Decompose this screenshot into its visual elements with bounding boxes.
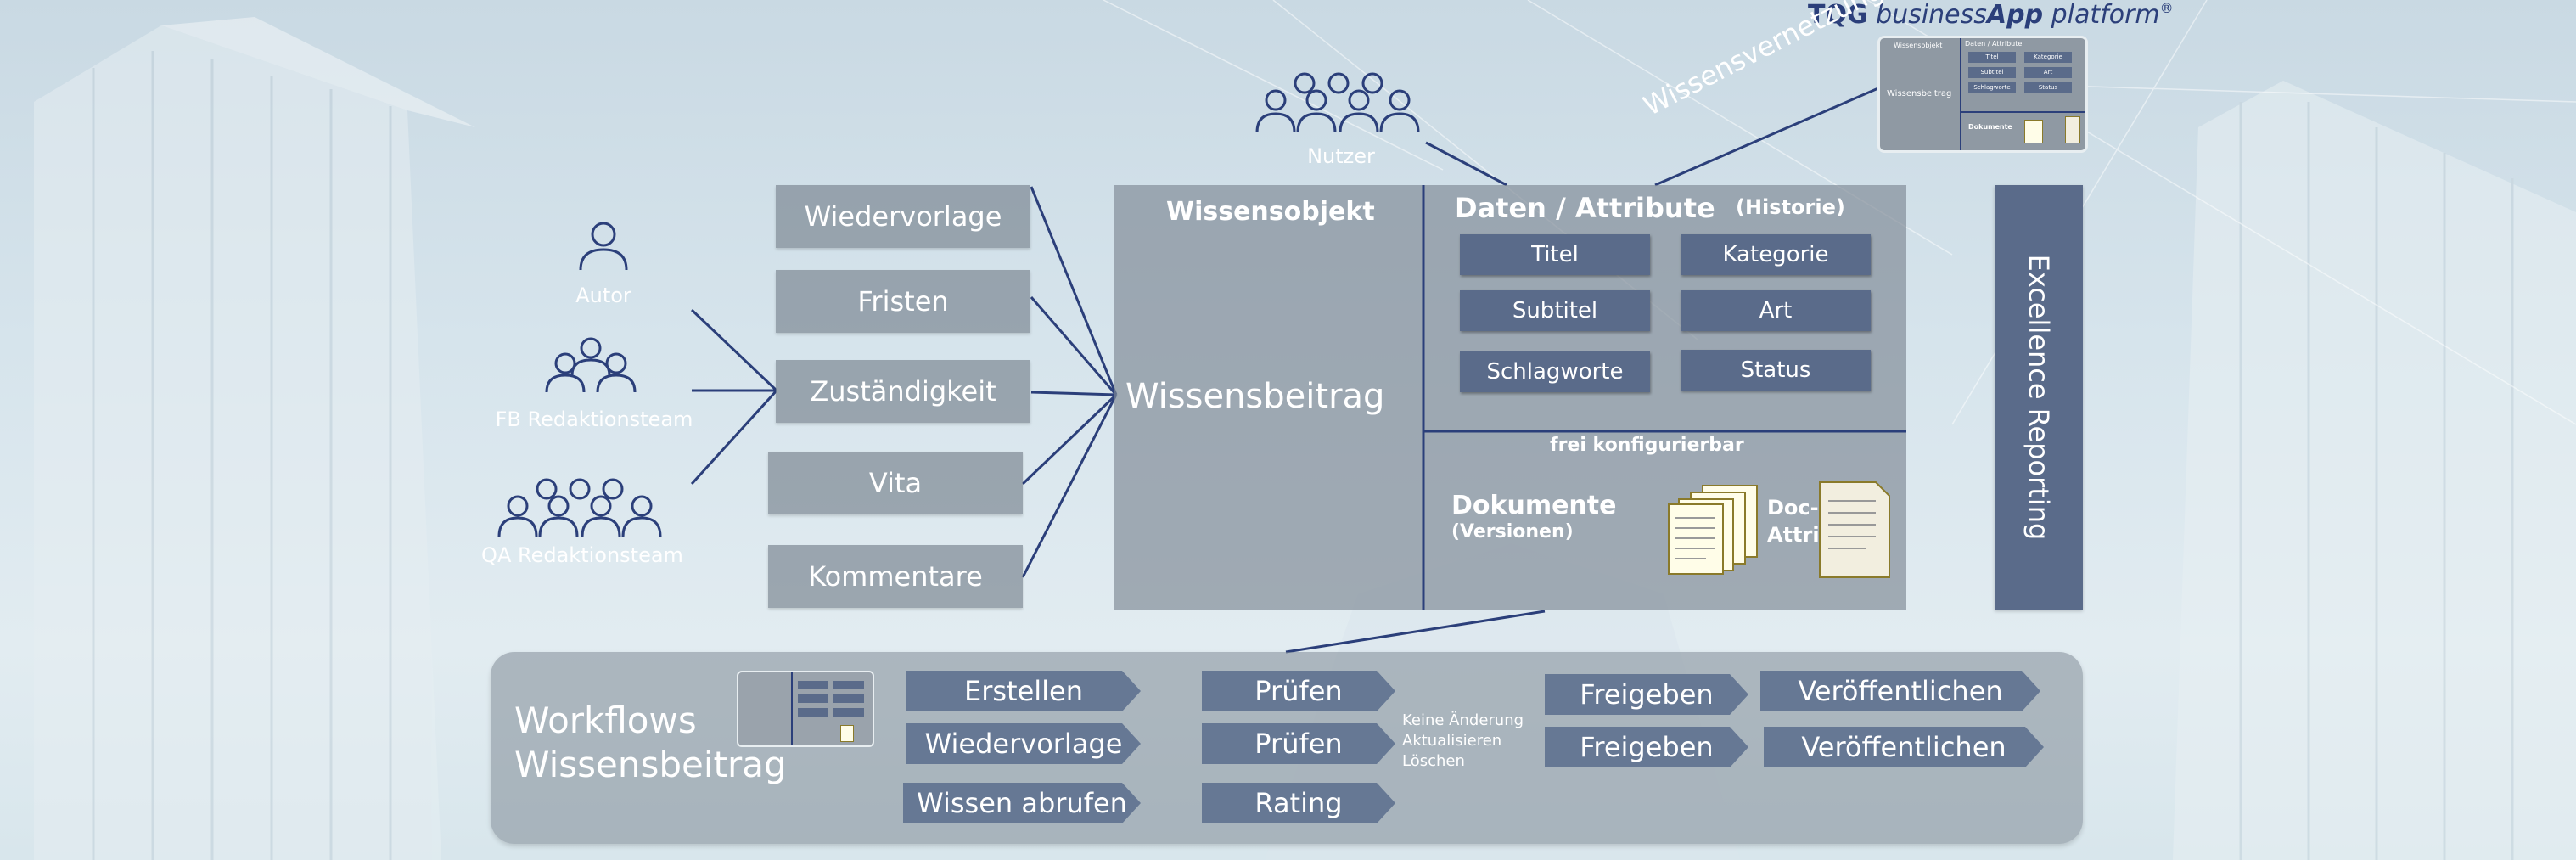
wf-pruefen-1[interactable]: Prüfen (1202, 671, 1395, 711)
wf-erstellen[interactable]: Erstellen (906, 671, 1141, 711)
team-icon (545, 337, 637, 393)
workflows-thumbnail[interactable] (737, 671, 874, 747)
brand-app: App (1986, 0, 2044, 30)
role-label-autor: Autor (575, 284, 631, 307)
object-center-label: Wissensbeitrag (1125, 377, 1385, 416)
workflows-title-1: Workflows (514, 700, 697, 741)
wf-note-2: Aktualisieren (1402, 732, 1502, 750)
wf-veroeffentlichen-2[interactable]: Veröffentlichen (1764, 727, 2044, 767)
brand-business: business (1876, 0, 1987, 30)
wf-thumb-block-1 (798, 681, 828, 689)
document-icon (1819, 481, 1890, 578)
brand-platform: platform (2051, 0, 2160, 30)
configurable-label: frei konfigurierbar (1550, 435, 1744, 456)
thumb-doc-icon (2024, 120, 2043, 143)
documents-stack-icon (1668, 485, 1758, 575)
attr-status[interactable]: Status (1681, 350, 1871, 391)
workflows-panel: Workflows Wissensbeitrag Erstellen Prüfe… (491, 652, 2083, 844)
thumb-attr-6: Status (2024, 82, 2072, 93)
thumb-docs: Dokumente (1968, 123, 2012, 131)
panel-dividers (1422, 185, 1906, 610)
thumb-col2: Daten / Attribute (1965, 40, 2023, 48)
thumb-divider (1960, 38, 1961, 150)
wf-thumb-block-3 (798, 694, 828, 703)
user-label-nutzer: Nutzer (1307, 144, 1375, 168)
thumb-attr-2: Kategorie (2024, 52, 2072, 63)
wf-veroeffentlichen-1[interactable]: Veröffentlichen (1760, 671, 2040, 711)
attr-subtitel[interactable]: Subtitel (1460, 290, 1650, 331)
brand-reg: ® (2159, 0, 2174, 16)
item-kommentare[interactable]: Kommentare (768, 545, 1023, 608)
brand-logo: TQG businessApp platform® (1808, 0, 2174, 30)
thumb-attr-1: Titel (1968, 52, 2016, 63)
thumb-attr-5: Schlagworte (1968, 82, 2016, 93)
thumb-doc-icon-2 (2065, 116, 2080, 143)
attr-schlagworte[interactable]: Schlagworte (1460, 351, 1650, 392)
thumb-col1: Wissensobjekt (1894, 42, 1943, 49)
attr-titel[interactable]: Titel (1460, 234, 1650, 275)
excellence-reporting-label: Excellence Reporting (2023, 254, 2055, 541)
object-title: Wissensobjekt (1166, 197, 1375, 227)
thumb-center: Wissensbeitrag (1887, 89, 1952, 98)
item-zustaendigkeit[interactable]: Zuständigkeit (776, 360, 1030, 423)
history-label: (Historie) (1736, 195, 1845, 219)
wf-thumb-block-2 (833, 681, 864, 689)
thumb-attr-3: Subtitel (1968, 67, 2016, 78)
item-wiedervorlage[interactable]: Wiedervorlage (776, 185, 1030, 248)
wf-pruefen-2[interactable]: Prüfen (1202, 723, 1395, 764)
item-fristen[interactable]: Fristen (776, 270, 1030, 333)
wf-wiedervorlage[interactable]: Wiedervorlage (906, 723, 1141, 764)
thumb-hdivider (1960, 111, 2085, 113)
thumb-attr-4: Art (2024, 67, 2072, 78)
wf-freigeben-2[interactable]: Freigeben (1545, 727, 1748, 767)
wf-rating[interactable]: Rating (1202, 783, 1395, 823)
wf-note-1: Keine Änderung (1402, 711, 1524, 729)
wf-thumb-block-6 (833, 708, 864, 717)
wf-note-3: Löschen (1402, 752, 1465, 770)
excellence-reporting-bar[interactable]: Excellence Reporting (1995, 185, 2083, 610)
wf-thumb-divider (791, 672, 793, 745)
group-icon (497, 478, 662, 537)
users-group-icon (1255, 72, 1420, 133)
doc-attr-label-1: Doc- (1767, 496, 1819, 520)
data-title: Daten / Attribute (1455, 192, 1715, 224)
wf-freigeben-1[interactable]: Freigeben (1545, 674, 1748, 715)
documents-title: Dokumente (1451, 491, 1617, 520)
user-icon (579, 222, 628, 271)
role-label-qa-redaktionsteam: QA Redaktionsteam (481, 543, 683, 567)
wf-thumb-block-5 (798, 708, 828, 717)
overview-thumbnail[interactable]: Wissensobjekt Daten / Attribute Wissensb… (1877, 36, 2088, 153)
wf-thumb-block-4 (833, 694, 864, 703)
wf-thumb-doc (840, 725, 854, 742)
attr-kategorie[interactable]: Kategorie (1681, 234, 1871, 275)
item-vita[interactable]: Vita (768, 452, 1023, 514)
attr-art[interactable]: Art (1681, 290, 1871, 331)
wf-wissen-abrufen[interactable]: Wissen abrufen (903, 783, 1141, 823)
role-label-fb-redaktionsteam: FB Redaktionsteam (495, 408, 693, 431)
brand-tqg: TQG (1808, 0, 1868, 30)
versions-label: (Versionen) (1451, 521, 1574, 542)
workflows-title-2: Wissensbeitrag (514, 744, 787, 785)
knowledge-object-panel: Wissensobjekt Wissensbeitrag Daten / Att… (1114, 185, 1906, 610)
